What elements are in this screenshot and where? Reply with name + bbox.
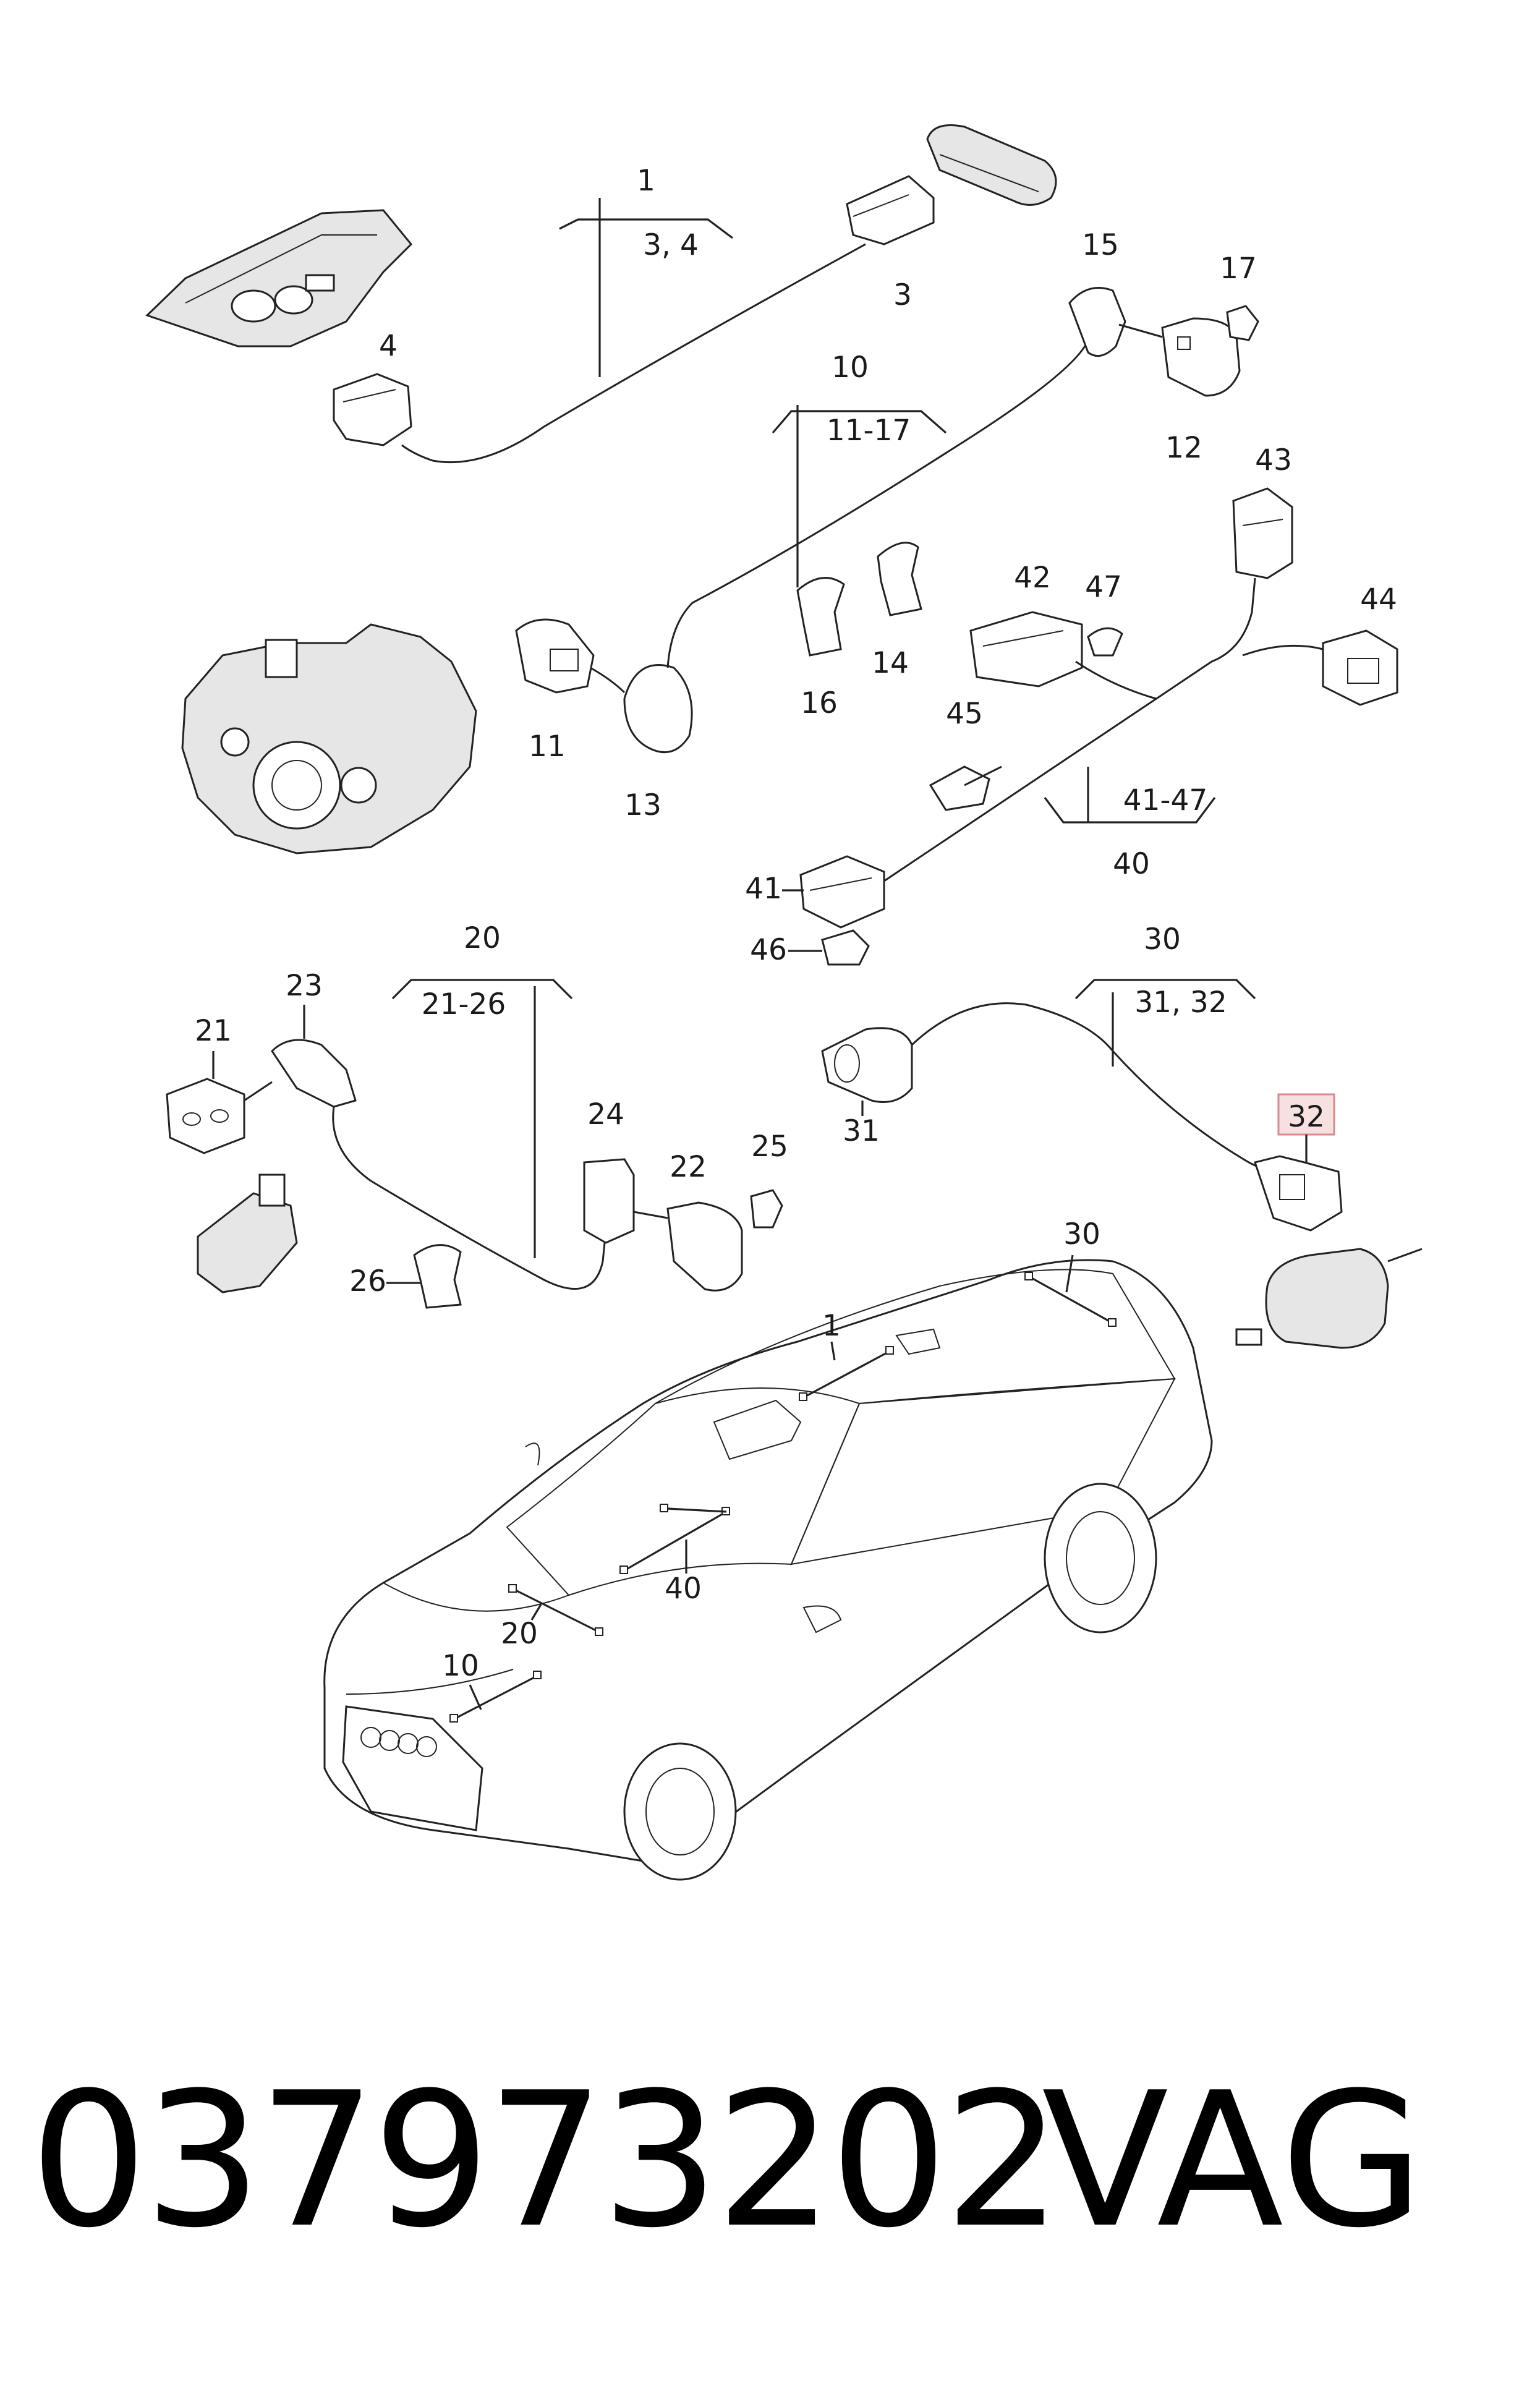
sensor-13 — [623, 664, 693, 754]
callout-25: 25 — [751, 1130, 788, 1164]
connector-32 — [1254, 1155, 1343, 1232]
clip-47 — [1087, 627, 1123, 657]
callout-23: 23 — [286, 969, 323, 1003]
callout-40-range: 41-47 — [1123, 783, 1208, 817]
part-number: 037973202 — [30, 2053, 1062, 2268]
callout-17: 17 — [1220, 252, 1257, 286]
callout-42: 42 — [1014, 561, 1051, 595]
callout-1-range: 3, 4 — [643, 228, 699, 262]
callout-10-range: 11-17 — [827, 414, 911, 448]
clip-25 — [750, 1189, 783, 1229]
interior-light — [926, 124, 1057, 206]
roof-console — [145, 209, 413, 347]
connector-22 — [666, 1201, 743, 1292]
callout-20: 20 — [464, 921, 501, 955]
car-callout-40: 40 — [665, 1572, 702, 1606]
callout-20-range: 21-26 — [422, 987, 506, 1021]
connector-21 — [166, 1078, 245, 1154]
connector-3 — [846, 175, 935, 245]
brand-name: VAG — [1042, 2053, 1424, 2268]
callout-26: 26 — [349, 1264, 386, 1298]
callout-43: 43 — [1255, 443, 1292, 477]
sensor-23 — [271, 1039, 357, 1108]
callout-1: 1 — [637, 164, 655, 198]
callout-41: 41 — [745, 872, 782, 906]
callout-40: 40 — [1113, 847, 1150, 881]
clip-17 — [1226, 305, 1259, 341]
connector-12 — [1161, 317, 1241, 397]
group-1-harness: 1 3, 4 3 4 — [145, 124, 1057, 464]
car-callout-10: 10 — [442, 1649, 479, 1683]
callout-16: 16 — [801, 686, 838, 720]
clip-16 — [796, 577, 845, 657]
callout-4: 4 — [379, 329, 398, 363]
callout-13: 13 — [624, 788, 662, 822]
switch-component — [197, 1192, 298, 1293]
connector-42 — [969, 611, 1083, 688]
callout-44: 44 — [1360, 582, 1397, 616]
callout-47: 47 — [1085, 570, 1122, 604]
group-40-harness: 41-47 40 41 42 43 44 45 46 47 — [745, 443, 1398, 967]
car-callout-markers — [449, 1255, 1117, 1723]
clip-26 — [413, 1244, 462, 1309]
connector-4 — [333, 373, 412, 446]
clip-46 — [821, 929, 870, 966]
connector-43 — [1232, 487, 1293, 579]
callout-12: 12 — [1165, 431, 1202, 465]
callout-46: 46 — [750, 933, 787, 967]
callout-30: 30 — [1144, 922, 1181, 956]
car-outline — [323, 1259, 1213, 1881]
callout-11: 11 — [529, 730, 566, 764]
group-30-harness: 30 31, 32 31 32 — [821, 922, 1423, 1349]
callout-30-range: 31, 32 — [1134, 986, 1227, 1020]
car-callout-20: 20 — [501, 1617, 538, 1651]
callout-14: 14 — [872, 646, 909, 680]
clip-45 — [929, 765, 990, 811]
connector-31 — [821, 1027, 913, 1103]
callout-3: 3 — [893, 278, 912, 312]
clip-14 — [877, 542, 922, 616]
pump-unit — [1265, 1248, 1389, 1349]
bracket-24 — [583, 1158, 635, 1244]
car-callout-30: 30 — [1063, 1217, 1100, 1251]
callout-24: 24 — [587, 1097, 624, 1131]
callout-32: 32 — [1288, 1100, 1325, 1134]
callout-22: 22 — [670, 1150, 707, 1184]
group-20-harness: 20 21-26 21 22 23 24 25 26 — [166, 921, 788, 1309]
callout-15: 15 — [1082, 228, 1119, 262]
sensor-15 — [1068, 287, 1126, 357]
group-10-harness: 10 11-17 11 12 13 14 15 16 17 — [181, 228, 1259, 854]
connector-11 — [515, 618, 595, 694]
car-callout-1: 1 — [822, 1309, 841, 1343]
callout-21: 21 — [195, 1014, 232, 1048]
callout-45: 45 — [946, 697, 983, 731]
callout-10: 10 — [832, 351, 869, 385]
connector-44 — [1322, 629, 1398, 706]
connector-41 — [799, 855, 885, 929]
callout-31: 31 — [843, 1114, 880, 1148]
